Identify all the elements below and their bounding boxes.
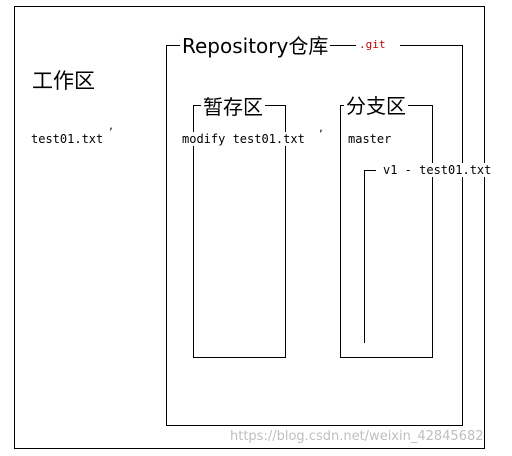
workspace-file: test01.txt xyxy=(31,132,104,146)
commit-label: v1 - test01.txt xyxy=(383,163,492,177)
repository-title: Repository仓库 xyxy=(180,34,331,58)
branch-title: 分支区 xyxy=(344,94,408,118)
workspace-title: 工作区 xyxy=(32,69,95,93)
staging-entry: modify test01.txt xyxy=(182,132,305,146)
watermark: https://blog.csdn.net/weixin_42845682 xyxy=(230,429,484,444)
staging-title: 暂存区 xyxy=(201,95,265,119)
workspace-file-mark: , xyxy=(108,121,115,132)
staging-entry-mark: , xyxy=(318,123,325,134)
branch-line xyxy=(364,170,365,343)
git-label: .git xyxy=(356,38,400,51)
commit-connector xyxy=(364,170,376,171)
branch-master: master xyxy=(348,132,392,146)
workspace-frame xyxy=(14,6,485,449)
